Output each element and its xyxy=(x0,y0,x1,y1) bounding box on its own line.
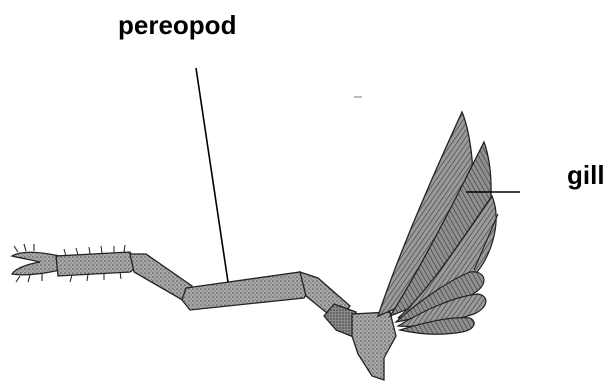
propodus-segment xyxy=(56,245,138,282)
merus-segment xyxy=(182,272,310,310)
carpus-segment xyxy=(130,254,192,302)
gill-lamellae xyxy=(378,112,496,334)
coxa-segment xyxy=(352,312,396,380)
dactyl-claw xyxy=(12,244,60,282)
scan-speck xyxy=(354,96,362,98)
pereopod-leader-line xyxy=(196,68,228,282)
